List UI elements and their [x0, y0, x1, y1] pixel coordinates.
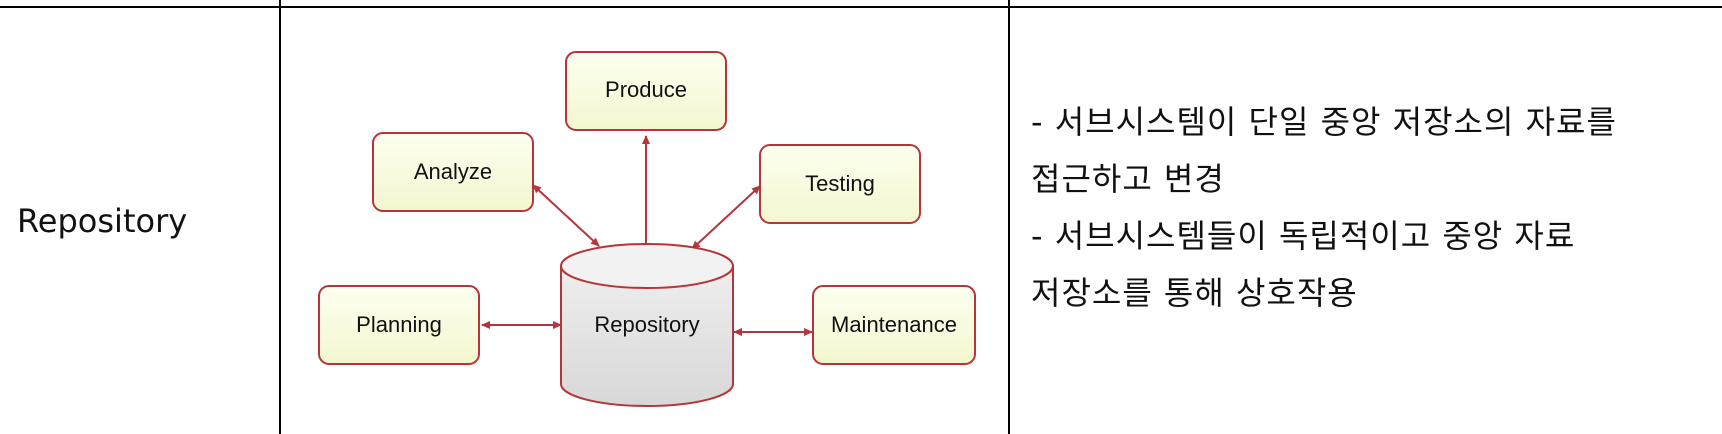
description-line-3: - 서브시스템들이 독립적이고 중앙 자료	[1031, 217, 1576, 255]
node-planning-label: Planning	[356, 312, 442, 337]
node-repository-cylinder: Repository	[560, 243, 734, 407]
table-cell-style-name: Repository	[0, 8, 280, 434]
node-analyze: Analyze	[372, 132, 534, 212]
description-line-1: - 서브시스템이 단일 중앙 저장소의 자료를	[1031, 103, 1617, 141]
arrow-testing-repository	[691, 185, 761, 250]
node-produce-label: Produce	[605, 77, 687, 102]
repository-diagram: Produce Analyze Testing Planning Mainten…	[318, 51, 976, 407]
table-top-border	[0, 6, 1722, 8]
description-line-2: 접근하고 변경	[1031, 160, 1225, 198]
style-name-label: Repository	[17, 202, 188, 240]
table-cell-description: - 서브시스템이 단일 중앙 저장소의 자료를 접근하고 변경 - 서브시스템들…	[1031, 94, 1721, 322]
arrow-analyze-repository	[532, 184, 600, 247]
node-maintenance-label: Maintenance	[831, 312, 957, 337]
table-column-divider-1	[279, 0, 281, 434]
description-line-4: 저장소를 통해 상호작용	[1031, 274, 1358, 312]
node-analyze-label: Analyze	[414, 159, 492, 184]
table-cell-diagram: Produce Analyze Testing Planning Mainten…	[281, 8, 1008, 434]
node-planning: Planning	[318, 285, 480, 365]
node-testing-label: Testing	[805, 171, 875, 196]
node-maintenance: Maintenance	[812, 285, 976, 365]
node-produce: Produce	[565, 51, 727, 131]
node-repository-label: Repository	[594, 312, 699, 337]
node-testing: Testing	[759, 144, 921, 224]
table-column-divider-2	[1008, 0, 1010, 434]
